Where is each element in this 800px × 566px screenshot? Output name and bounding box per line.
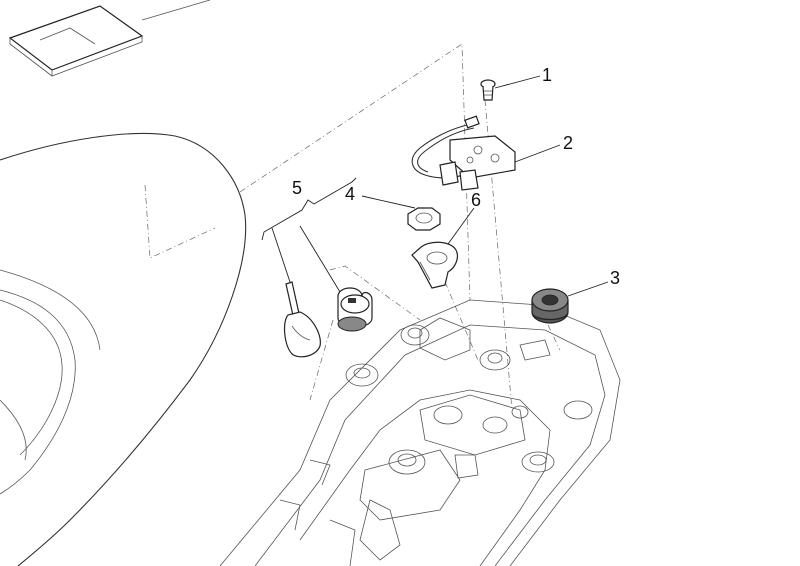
callout-4: 4: [345, 184, 355, 204]
part-3-rubber-grommet: 3: [531, 268, 620, 324]
part-2-seat-lock-assembly: 2: [411, 115, 573, 191]
part-4-hex-nut: 4: [345, 184, 441, 231]
callout-3: 3: [610, 268, 620, 288]
assembly-guide-lines: [239, 43, 561, 411]
owners-manual-booklet: [8, 0, 211, 77]
callout-2: 2: [563, 133, 573, 153]
callout-5: 5: [292, 178, 302, 198]
seat-outline: [0, 132, 247, 566]
callout-1: 1: [542, 65, 552, 85]
part-1-screw: 1: [480, 65, 552, 101]
lower-body-tray: [219, 299, 621, 566]
ignition-key: [283, 281, 321, 358]
lock-cylinder: [337, 287, 373, 332]
callout-6: 6: [471, 190, 481, 210]
part-5-key-and-lock-cylinder: 5: [261, 177, 373, 358]
part-6-lock-bracket: 6: [411, 190, 481, 289]
